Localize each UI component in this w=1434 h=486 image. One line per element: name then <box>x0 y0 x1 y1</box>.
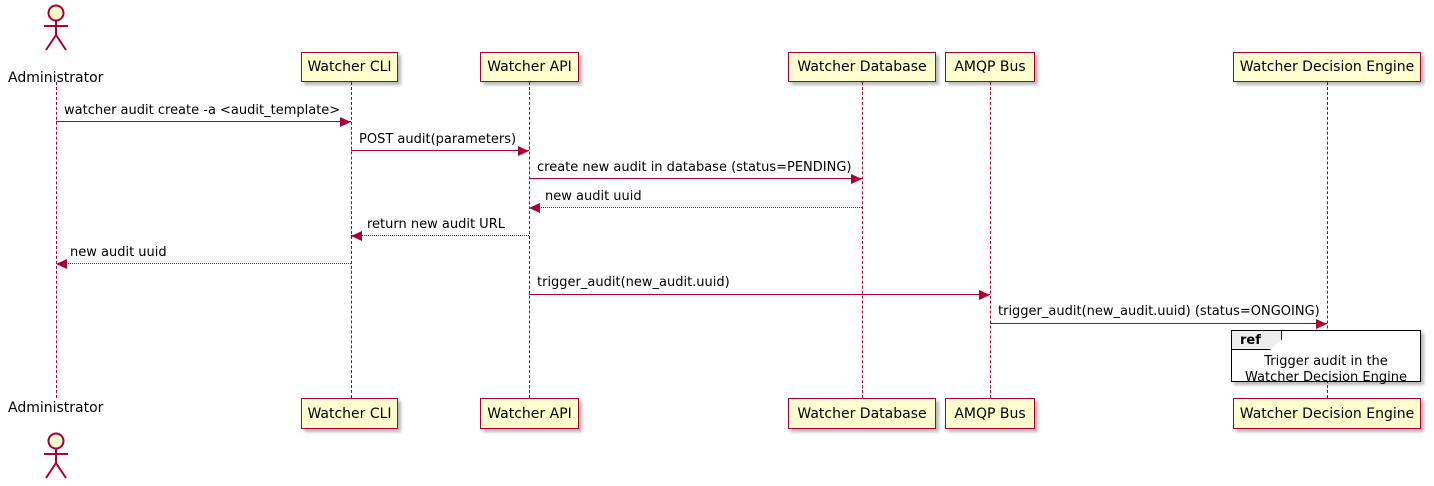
message-label-msg-1: watcher audit create -a <audit_template> <box>64 103 341 118</box>
ref-fragment-line-1: Watcher Decision Engine <box>1245 370 1407 385</box>
participant-watcher-decision-engine-top: Watcher Decision Engine <box>1233 52 1421 82</box>
lifeline-watcher-database <box>862 82 863 398</box>
message-label-msg-4: new audit uuid <box>545 189 642 204</box>
message-line-msg-7 <box>529 294 990 295</box>
ref-fragment-tab-label: ref <box>1232 331 1282 350</box>
message-arrowhead-msg-8 <box>1316 319 1327 329</box>
message-label-msg-2: POST audit(parameters) <box>359 132 517 147</box>
message-label-msg-8: trigger_audit(new_audit.uuid) (status=ON… <box>998 304 1320 319</box>
ref-fragment-line-0: Trigger audit in the <box>1264 354 1388 369</box>
participant-watcher-decision-engine-bottom: Watcher Decision Engine <box>1233 398 1421 429</box>
participant-watcher-cli-top: Watcher CLI <box>301 52 398 82</box>
message-line-msg-8 <box>990 323 1327 324</box>
participant-watcher-api-bottom: Watcher API <box>480 398 579 429</box>
actor-label-administrator-bottom: Administrator <box>8 400 104 416</box>
message-label-msg-7: trigger_audit(new_audit.uuid) <box>537 275 730 290</box>
lifeline-watcher-decision-engine <box>1327 82 1328 398</box>
message-arrowhead-msg-1 <box>340 117 351 127</box>
message-arrowhead-msg-2 <box>518 146 529 156</box>
actor-stick-figure <box>44 432 68 479</box>
actor-label-administrator-top: Administrator <box>8 70 104 86</box>
message-line-msg-1 <box>56 121 351 122</box>
lifeline-watcher-api <box>529 82 530 398</box>
participant-amqp-bus-top: AMQP Bus <box>945 52 1035 82</box>
actor-stick-figure <box>44 4 68 51</box>
participant-watcher-database-top: Watcher Database <box>788 52 936 82</box>
message-line-msg-3 <box>529 178 862 179</box>
message-line-msg-6 <box>56 263 351 264</box>
message-line-msg-4 <box>529 207 862 208</box>
message-label-msg-3: create new audit in database (status=PEN… <box>537 160 852 175</box>
message-arrowhead-msg-6 <box>56 259 67 269</box>
message-label-msg-5: return new audit URL <box>367 217 505 232</box>
participant-watcher-database-bottom: Watcher Database <box>788 398 936 429</box>
message-arrowhead-msg-5 <box>351 231 362 241</box>
message-arrowhead-msg-7 <box>979 290 990 300</box>
message-line-msg-2 <box>351 150 529 151</box>
lifeline-amqp-bus <box>990 82 991 398</box>
participant-watcher-api-top: Watcher API <box>480 52 579 82</box>
message-label-msg-6: new audit uuid <box>70 245 167 260</box>
message-arrowhead-msg-3 <box>851 174 862 184</box>
participant-amqp-bus-bottom: AMQP Bus <box>945 398 1035 429</box>
lifeline-administrator <box>56 82 57 398</box>
participant-watcher-cli-bottom: Watcher CLI <box>301 398 398 429</box>
message-arrowhead-msg-4 <box>529 203 540 213</box>
message-line-msg-5 <box>351 235 529 236</box>
